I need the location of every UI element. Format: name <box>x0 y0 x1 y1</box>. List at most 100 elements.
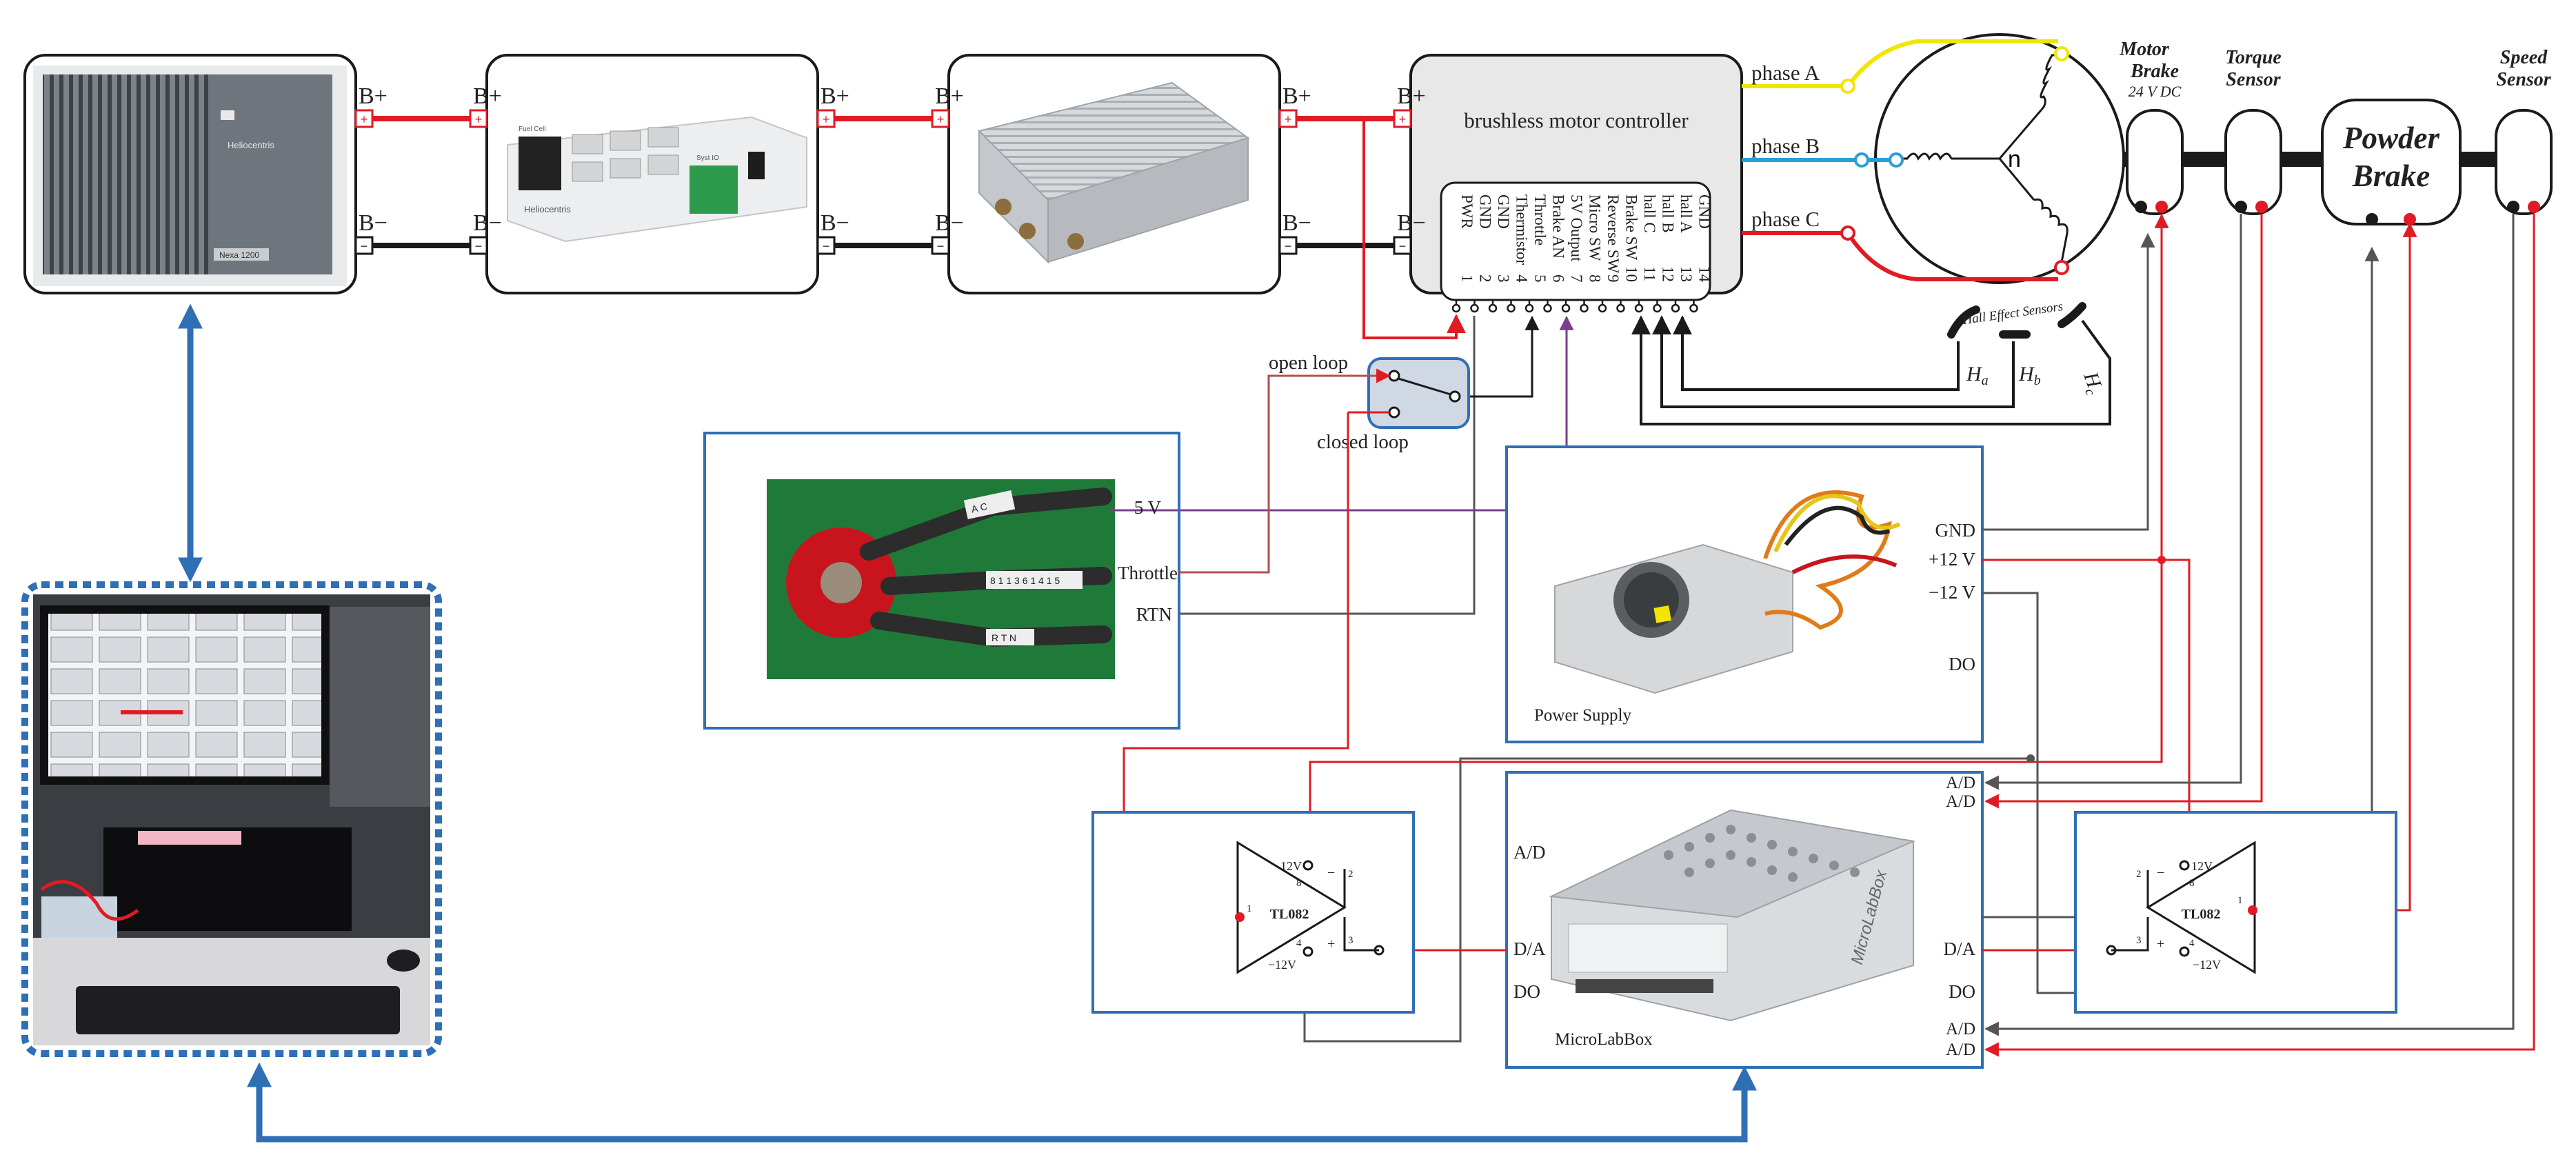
opamp-left-plus: + <box>1327 936 1335 952</box>
controller-pin-6-number: 6 <box>1550 274 1567 283</box>
host-pc-photo <box>21 581 442 1057</box>
opamp-right-vminus: −12V <box>2193 958 2221 972</box>
label-bplus-2-0: B+ <box>1282 83 1311 109</box>
opamp-right-p1: 1 <box>2237 895 2243 906</box>
controller-pin-11-label: hall C <box>1641 194 1658 233</box>
terminal-bplus-1-0 <box>816 109 836 128</box>
controller-pin-10-label: Brake SW <box>1623 194 1640 260</box>
fuel-cell-brand: Heliocentris <box>228 140 274 150</box>
opamp-left-vplus: 12V <box>1280 859 1302 873</box>
opamp-left-p2: 2 <box>1348 869 1354 880</box>
controller-pin-7-label: 5V Output <box>1568 194 1585 262</box>
controller-pin-10-number: 10 <box>1623 266 1640 282</box>
terminal-bplus-sign-0-1: + <box>475 112 483 126</box>
controller-pin-14-label: GND <box>1696 194 1713 229</box>
dc-dc-converter-unit: Heliocentris Fuel Cell Syst IO <box>485 54 819 294</box>
terminal-bminus-2-0 <box>1278 236 1298 255</box>
controller-pin-14-number: 14 <box>1696 266 1713 283</box>
power-supply-box: Power Supply GND +12 V −12 V DO <box>1505 445 1984 743</box>
phase-a-label: phase A <box>1751 61 1820 85</box>
terminal-bplus-2-0 <box>1278 109 1298 128</box>
controller-pin-12-label: hall B <box>1660 194 1677 233</box>
controller-pin-4-number: 4 <box>1513 274 1531 283</box>
controller-pin-5-terminal <box>1525 303 1534 313</box>
terminal-bminus-0-0 <box>354 236 374 255</box>
psu-gnd-label: GND <box>1935 520 1976 541</box>
ha-label: Ha <box>1966 363 1989 388</box>
controller-pin-3-terminal <box>1488 303 1498 313</box>
heatsink-unit <box>947 54 1281 294</box>
converter-port-fuel-cell: Fuel Cell <box>519 125 545 133</box>
throttle-wire-tag-2: 8 1 1 3 6 1 4 1 5 <box>990 575 1060 586</box>
power-supply-title: Power Supply <box>1534 706 1631 725</box>
throttle-label: Throttle <box>1118 563 1178 583</box>
mlb-ad-left-label: A/D <box>1513 842 1546 863</box>
speed-sensor-label: Speed <box>2500 47 2548 68</box>
opamp-right-minus: − <box>2157 865 2164 881</box>
controller-pin-13-terminal <box>1671 303 1680 313</box>
throttle-wire-tag-1: A C <box>970 500 991 514</box>
controller-pin-3-number: 3 <box>1495 274 1512 283</box>
controller-pin-5-number: 5 <box>1531 274 1549 283</box>
terminal-bplus-sign-0-0: + <box>361 112 368 126</box>
controller-wires <box>1178 119 1574 615</box>
opamp-right-plus: + <box>2157 936 2164 952</box>
terminal-bminus-sign-0-1: − <box>475 239 483 253</box>
mlb-da-left-label: D/A <box>1513 938 1546 959</box>
label-bplus-1-0: B+ <box>821 83 849 109</box>
opamp-right-vplus: 12V <box>2191 859 2213 873</box>
label-bminus-0-0: B− <box>359 210 388 236</box>
opamp-left-chip: TL082 <box>1270 907 1309 922</box>
terminal-bplus-0-1 <box>469 109 488 128</box>
terminal-bminus-sign-2-1: − <box>1399 239 1407 253</box>
rtn-label: RTN <box>1136 604 1172 625</box>
controller-pin-7-terminal <box>1561 303 1571 313</box>
terminal-bminus-0-1 <box>469 236 488 255</box>
converter-port-sys-io: Syst IO <box>696 154 719 162</box>
controller-pin-8-terminal <box>1580 303 1589 313</box>
mlb-do-left-label: DO <box>1513 981 1540 1002</box>
brushless-motor-controller: brushless motor controller PWR1GND2GND3T… <box>1409 54 1743 313</box>
controller-pin-1-terminal <box>1451 303 1461 313</box>
label-bplus-0-0: B+ <box>359 83 388 109</box>
opamp-right-p2: 2 <box>2136 869 2142 880</box>
opamp-right-box: TL082 12V −12V 8 4 2 3 1 + − <box>2074 811 2397 1014</box>
controller-pin-7-number: 7 <box>1568 274 1585 283</box>
fuel-cell-unit: Heliocentris Nexa 1200 <box>23 54 357 294</box>
label-bminus-2-1: B− <box>1397 210 1426 236</box>
controller-pin-2-label: GND <box>1477 194 1494 229</box>
controller-pin-13-label: hall A <box>1678 194 1695 233</box>
label-bminus-1-1: B− <box>935 210 964 236</box>
motor-neutral-label: n <box>2008 146 2021 172</box>
torque-sensor-label-2: Sensor <box>2226 69 2281 90</box>
opamp-left-box: TL082 12V −12V 8 4 2 3 1 + − <box>1091 811 1415 1014</box>
terminal-bplus-sign-2-1: + <box>1399 112 1407 126</box>
controller-pin-8-label: Micro SW <box>1587 194 1604 261</box>
closed-loop-label: closed loop <box>1317 431 1409 453</box>
terminal-bminus-2-1 <box>1393 236 1412 255</box>
opamp-left-p8: 8 <box>1296 878 1302 889</box>
loop-selector-switch[interactable]: open loop closed loop <box>1269 352 1470 453</box>
controller-pin-5-label: Throttle <box>1531 194 1549 245</box>
label-bminus-1-0: B− <box>821 210 849 236</box>
motor-brake-voltage: 24 V DC <box>2129 83 2182 100</box>
phase-c-label: phase C <box>1751 207 1820 231</box>
controller-pin-2-number: 2 <box>1477 274 1494 283</box>
controller-pin-6-terminal <box>1543 303 1552 313</box>
powder-brake-label-2: Brake <box>2352 159 2431 193</box>
controller-pin-12-terminal <box>1653 303 1662 313</box>
controller-title: brushless motor controller <box>1464 108 1689 132</box>
controller-pin-8-number: 8 <box>1587 274 1604 283</box>
terminal-bplus-2-1 <box>1393 109 1412 128</box>
mechanical-train: Motor Brake 24 V DC Torque Sensor Powder… <box>2119 39 2553 225</box>
opamp-left-p3: 3 <box>1348 935 1354 946</box>
mlb-ad2-label: A/D <box>1946 792 1975 811</box>
microlabbox-box: MicroLabBox MicroLabBox A/D D/A DO A/D A… <box>1505 771 1984 1069</box>
opamp-right-p4: 4 <box>2189 938 2195 949</box>
controller-pin-12-number: 12 <box>1660 266 1677 282</box>
phase-b-label: phase B <box>1751 134 1820 158</box>
controller-pin-3-label: GND <box>1495 194 1512 229</box>
throttle-box: A C 8 1 1 3 6 1 4 1 5 R T N 5 V Throttle… <box>703 432 1180 730</box>
terminal-bplus-sign-1-0: + <box>823 112 830 126</box>
